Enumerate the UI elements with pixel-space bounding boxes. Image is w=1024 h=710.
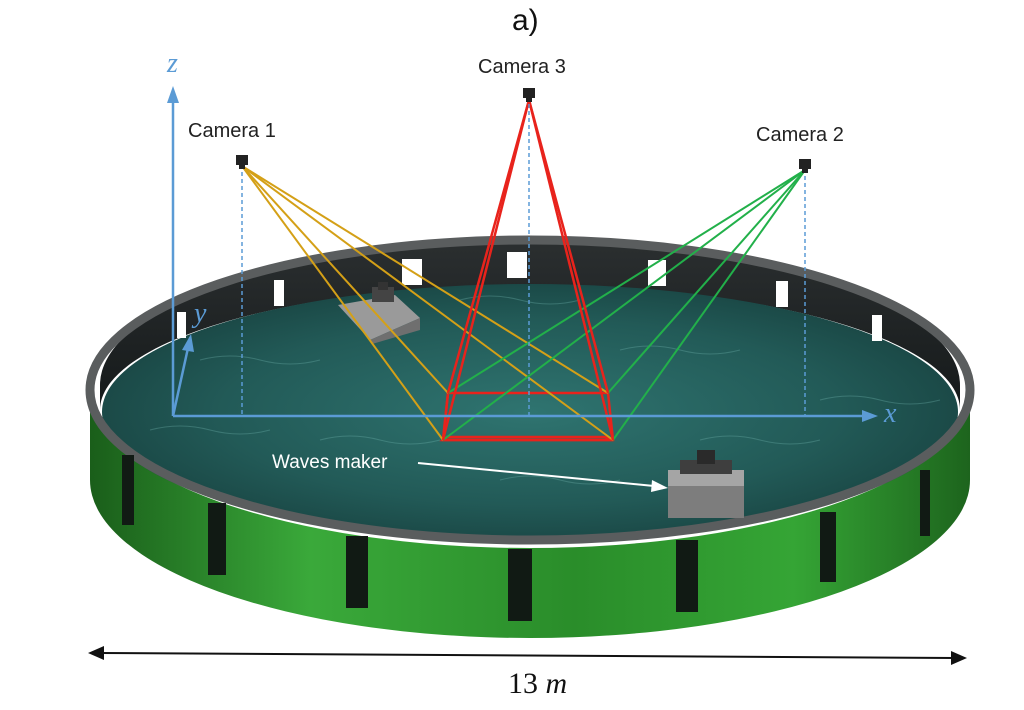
camera-2-label: Camera 2 [756,124,844,146]
wave-maker-front [668,450,744,518]
dimension-unit: m [545,667,568,700]
camera-1-rays [241,165,614,441]
dimension-value: 13 [508,667,538,700]
waves-maker-label: Waves maker [272,452,388,473]
tank-rim [85,235,975,545]
water-ripples [149,295,941,485]
front-windows [122,455,930,621]
camera-1-icon [236,155,248,169]
panel-label: a) [512,4,539,37]
coordinate-axes [167,86,878,422]
x-axis-label: x [884,398,897,429]
camera-3-label: Camera 3 [478,56,566,78]
camera-2-icon [799,159,811,173]
camera-1-label: Camera 1 [188,120,276,142]
dimension-label: 13 m [508,667,567,701]
y-axis-label: y [194,298,207,329]
tank-outer-wall [90,390,970,638]
camera-3-icon [523,88,535,102]
camera-projection-lines [241,104,806,416]
camera-2-rays [442,169,806,441]
z-axis-label: z [167,48,178,79]
tank-inner-wall [100,240,960,410]
dimension-arrow [88,646,967,665]
camera-3-rays [441,99,615,441]
waves-maker-pointer [417,462,668,492]
